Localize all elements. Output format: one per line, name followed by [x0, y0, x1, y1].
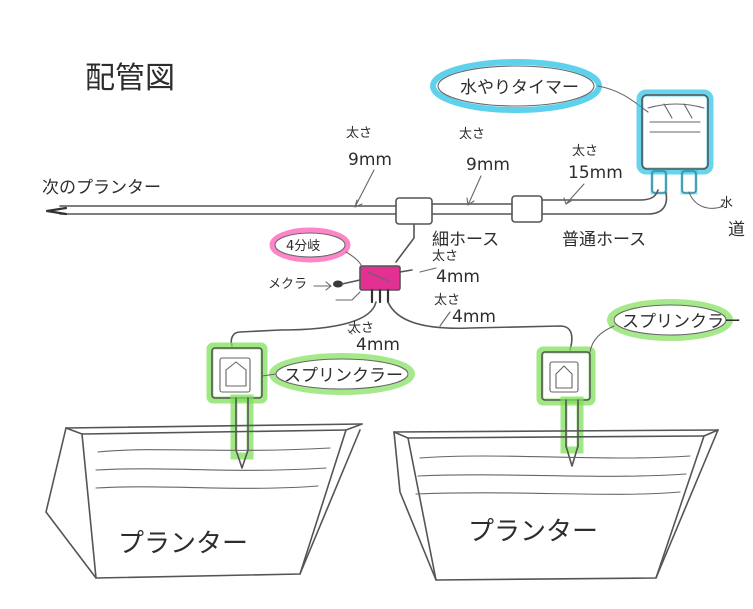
water-timer-device — [636, 89, 714, 195]
svg-text:太さ: 太さ — [346, 126, 372, 141]
four-way-manifold — [359, 265, 413, 304]
svg-text:太さ: 太さ — [348, 321, 374, 336]
planter-right-label: プランター — [468, 517, 598, 547]
svg-text:太さ: 太さ — [434, 293, 460, 308]
svg-text:4mm: 4mm — [452, 307, 496, 327]
sprinkler-right — [536, 346, 596, 467]
coupler-left — [395, 197, 433, 225]
planter-right: プランター — [393, 429, 719, 581]
size-annot-main-mid: 太さ 9mm — [459, 127, 510, 206]
size-annot-main-left: 太さ 9mm — [346, 126, 392, 208]
coupler-right — [511, 195, 543, 223]
svg-text:太さ: 太さ — [432, 249, 458, 264]
size-annot-tube-drop: 太さ 4mm — [419, 249, 480, 287]
svg-text:太さ: 太さ — [572, 144, 598, 159]
timer-bubble: 水やりタイマー — [430, 59, 602, 113]
sprinkler-left-label: スプリンクラー — [284, 366, 403, 386]
svg-text:太さ: 太さ — [459, 127, 485, 142]
next-planter-label: 次のプランター — [42, 178, 161, 198]
manifold-bubble: 4分岐 — [269, 227, 363, 268]
faucet-label-1: 水 — [720, 196, 733, 211]
regular-hose-label: 普通ホース — [562, 230, 646, 250]
svg-text:15mm: 15mm — [568, 163, 623, 183]
sprinkler-right-bubble: スプリンクラー — [589, 299, 741, 353]
size-annot-main-right: 太さ 15mm — [563, 144, 623, 205]
faucet-label-2: 道 — [728, 220, 745, 240]
diagram-title: 配管図 — [85, 61, 175, 96]
main-hose — [59, 189, 668, 215]
sprinkler-left-bubble: スプリンクラー — [261, 353, 415, 395]
svg-text:4mm: 4mm — [356, 335, 400, 355]
svg-text:9mm: 9mm — [348, 150, 392, 170]
planter-left-label: プランター — [118, 529, 248, 559]
next-planter-arrow — [45, 206, 68, 216]
thin-hose-label: 細ホース — [432, 230, 499, 250]
plug: メクラ — [268, 277, 361, 301]
plug-label: メクラ — [268, 277, 307, 292]
svg-text:4mm: 4mm — [436, 267, 480, 287]
sprinkler-right-label: スプリンクラー — [622, 312, 741, 332]
svg-text:9mm: 9mm — [466, 155, 510, 175]
planter-left: プランター — [45, 423, 363, 579]
size-annot-tube-left: 太さ 4mm — [347, 321, 400, 355]
timer-label: 水やりタイマー — [460, 78, 579, 98]
size-annot-tube-right: 太さ 4mm — [434, 293, 496, 327]
sprinkler-left — [206, 342, 268, 469]
manifold-label: 4分岐 — [286, 239, 320, 254]
